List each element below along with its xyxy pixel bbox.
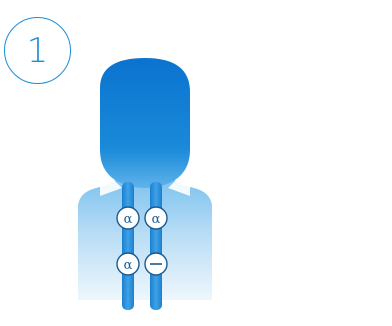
shoulder-region [78, 178, 212, 300]
left-column [122, 182, 134, 310]
subunit-bottom-left: α [117, 253, 139, 275]
subunit-top-left-label: α [124, 212, 133, 227]
subunit-top-left: α [117, 207, 139, 229]
head-domain [100, 58, 190, 188]
subunit-top-right-label: α [152, 212, 161, 227]
subunit-bottom-left-label: α [124, 258, 133, 273]
right-column [150, 182, 162, 310]
subunit-top-right: α [145, 207, 167, 229]
subunit-bottom-right [145, 253, 167, 275]
